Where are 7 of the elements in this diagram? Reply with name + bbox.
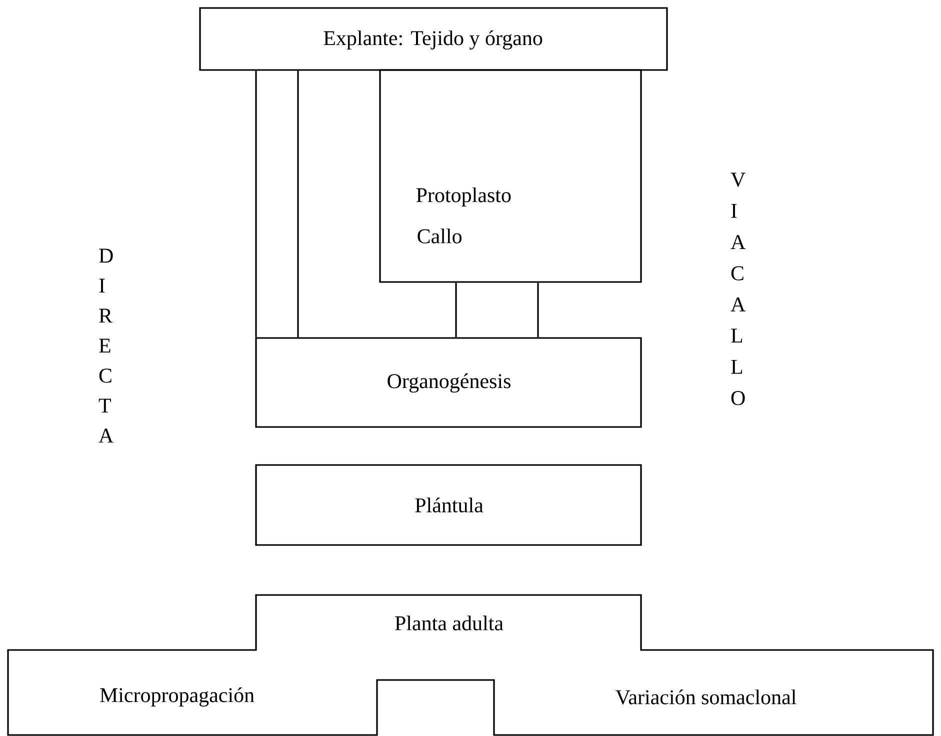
process-box: Organogénesis (255, 337, 642, 428)
process-box: Protoplasto Callo (379, 69, 642, 283)
vertical-label: DIRECTA (98, 248, 114, 443)
process-box: Plántula (255, 464, 642, 546)
stepped-box: Planta adulta Micropropagación Variación somaclonal (7, 594, 934, 736)
vertical-label: VIA CALLO (730, 172, 746, 406)
process-box: Explante: Tejido y órgano (199, 7, 668, 71)
